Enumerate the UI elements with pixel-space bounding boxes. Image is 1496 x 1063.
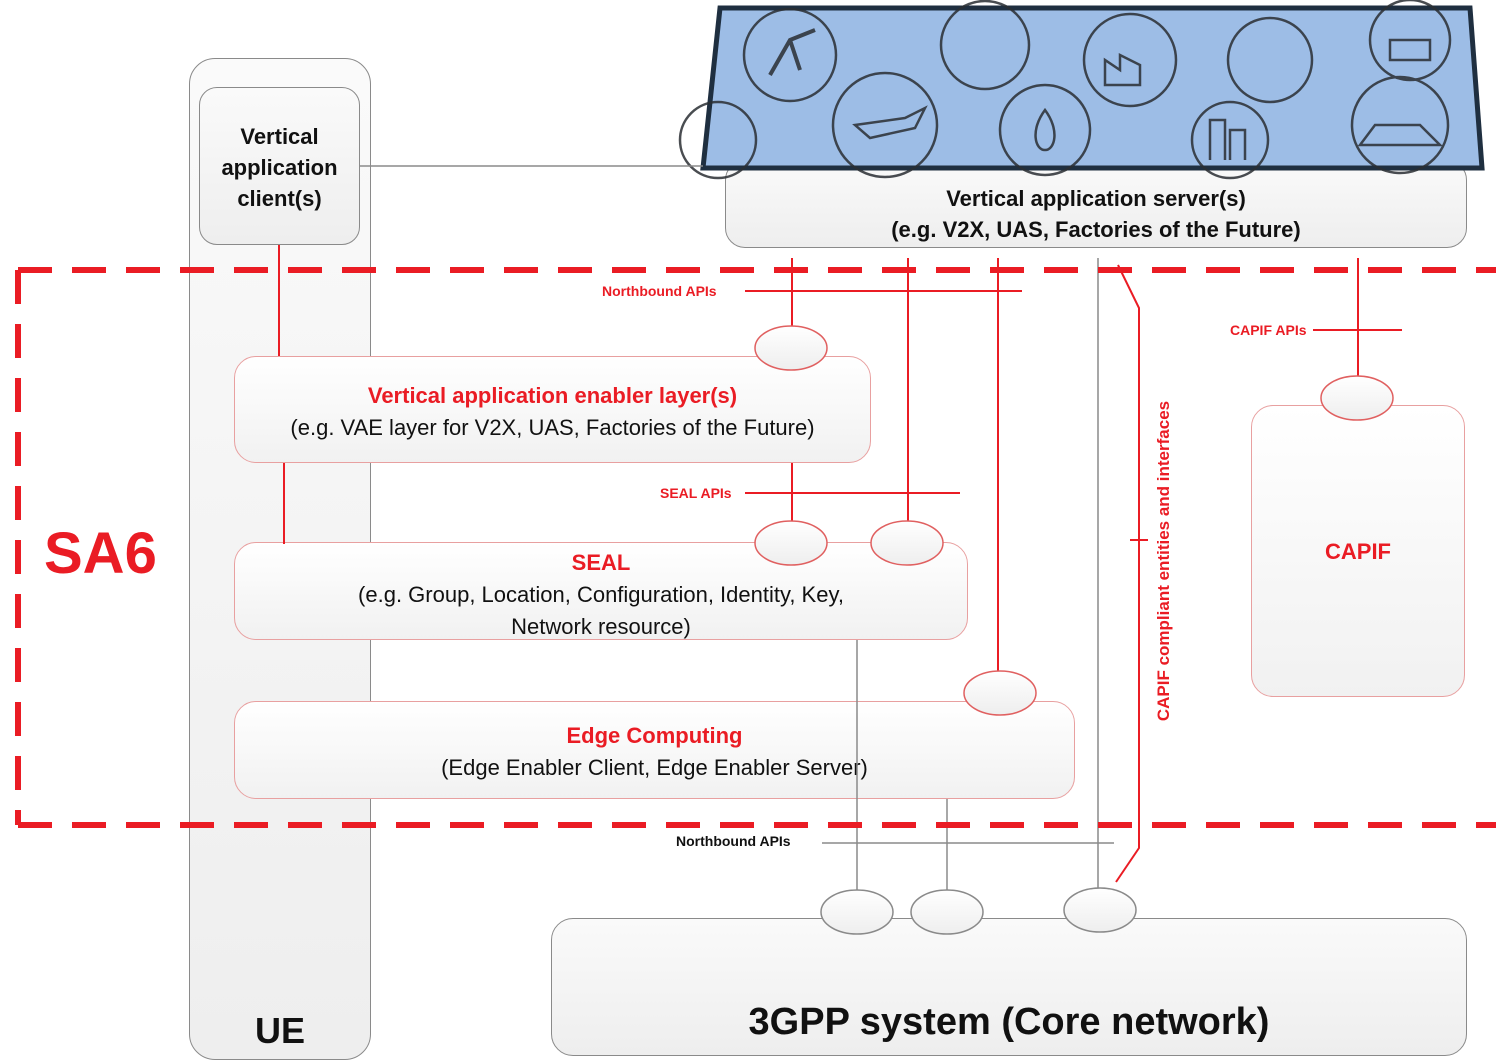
cloud-icon — [939, 0, 1031, 91]
seal-api-oval-2 — [870, 520, 944, 566]
core-api-oval-3 — [1063, 887, 1137, 933]
edge-title: Edge Computing — [566, 723, 743, 748]
northbound-apis-bottom-label: Northbound APIs — [676, 833, 791, 849]
ue-label: UE — [254, 1010, 305, 1051]
seal-box: SEAL (e.g. Group, Location, Configuratio… — [234, 542, 968, 640]
transport-icon — [831, 71, 939, 179]
capif-box: CAPIF — [1251, 405, 1465, 697]
seal-line-3: Network resource) — [511, 614, 691, 639]
core-network-box: 3GPP system (Core network) — [551, 918, 1467, 1056]
client-line-1: Vertical — [240, 124, 319, 149]
medical-drop-icon — [998, 83, 1092, 177]
vertical-application-server-box: Vertical application server(s) (e.g. V2X… — [725, 160, 1467, 248]
core-api-oval-1 — [820, 889, 894, 935]
robot-arm-icon — [742, 7, 838, 103]
sa6-boundary — [15, 267, 1496, 828]
capif-title: CAPIF — [1325, 539, 1391, 564]
northbound-apis-top-label: Northbound APIs — [602, 283, 717, 299]
connected-car-icon — [1350, 75, 1450, 175]
satellite-earth-icon — [1226, 16, 1314, 104]
vae-layer-box: Vertical application enabler layer(s) (e… — [234, 356, 871, 463]
server-line-2: (e.g. V2X, UAS, Factories of the Future) — [891, 217, 1301, 242]
client-line-3: client(s) — [237, 186, 322, 211]
seal-title: SEAL — [571, 550, 631, 575]
sa6-label: SA6 — [44, 521, 157, 586]
edge-subtitle: (Edge Enabler Client, Edge Enabler Serve… — [441, 755, 868, 780]
capif-apis-label: CAPIF APIs — [1230, 322, 1307, 338]
tractor-icon — [1368, 0, 1452, 82]
city-icon — [1190, 100, 1270, 180]
police-icon — [678, 100, 758, 180]
vae-title: Vertical application enabler layer(s) — [367, 383, 738, 408]
client-line-2: application — [221, 155, 338, 180]
vertical-application-client-box: Vertical application client(s) — [199, 87, 360, 245]
verticals-banner-image — [678, 0, 1485, 180]
core-network-label: 3GPP system (Core network) — [748, 1001, 1270, 1043]
edge-computing-box: Edge Computing (Edge Enabler Client, Edg… — [234, 701, 1075, 799]
core-api-oval-2 — [910, 889, 984, 935]
vae-api-oval — [754, 325, 828, 371]
seal-api-oval-1 — [754, 520, 828, 566]
factory-leaf-icon — [1082, 12, 1178, 108]
seal-apis-label: SEAL APIs — [660, 485, 732, 501]
capif-api-oval — [1320, 375, 1394, 421]
seal-line-2: (e.g. Group, Location, Configuration, Id… — [358, 582, 844, 607]
vae-subtitle: (e.g. VAE layer for V2X, UAS, Factories … — [290, 415, 815, 440]
server-line-1: Vertical application server(s) — [946, 186, 1246, 211]
edge-api-oval — [963, 670, 1037, 716]
